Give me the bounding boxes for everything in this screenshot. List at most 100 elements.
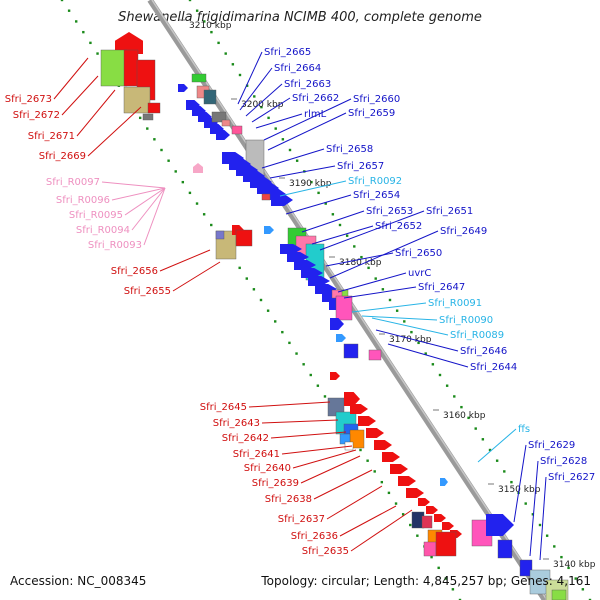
guide-dot-right [524, 502, 527, 505]
label-gene: Sfri_2660 [353, 94, 400, 105]
guide-dot-right [317, 191, 320, 195]
guide-dot-right [410, 330, 413, 334]
guide-dot-left [451, 588, 455, 591]
label-gene: Sfri_2664 [274, 63, 321, 74]
leader-line [329, 230, 439, 279]
guide-dot-left [373, 470, 376, 473]
gene-box-magenta [335, 295, 353, 321]
gene-arrow-blue [178, 84, 188, 92]
leader-line [131, 187, 166, 231]
gene-arrow-pink [193, 163, 203, 173]
scale-label: 3190 kbp [289, 179, 332, 189]
guide-dot-left [160, 148, 163, 152]
leader-line [261, 419, 339, 424]
leader-line [263, 98, 352, 141]
leader-line [245, 83, 283, 117]
guide-dot-right [195, 9, 199, 12]
leader-line [239, 67, 273, 111]
guide-dot-right [560, 555, 563, 559]
gene-box-slate [203, 89, 217, 105]
label-rna: Sfri_R0090 [439, 315, 493, 326]
gene-box-pink [423, 541, 437, 557]
gene-arrow-blue [294, 260, 316, 270]
guide-dot-left [146, 127, 149, 130]
leader-line [255, 113, 303, 129]
leader-line [261, 148, 325, 169]
guide-dot-right [553, 545, 556, 548]
label-rna: Sfri_R0094 [76, 225, 130, 236]
gene-box-green [551, 589, 567, 600]
guide-dot-left [430, 555, 433, 559]
guide-dot-right [374, 277, 377, 280]
leader-line [281, 445, 353, 455]
gene-box-magenta [368, 349, 382, 361]
label-gene: Sfri_2628 [540, 456, 587, 467]
guide-dot-right [467, 416, 470, 420]
guide-dot-right [474, 427, 477, 430]
guide-dot-right [310, 180, 313, 184]
label-rna: Sfri_R0097 [46, 177, 100, 188]
guide-dot-right [238, 73, 242, 77]
gene-box-red [147, 102, 161, 114]
gene-box-khaki [123, 86, 151, 114]
guide-dot-left [210, 223, 213, 227]
leader-line [343, 286, 417, 299]
label-gene: Sfri_2655 [124, 286, 171, 297]
gene-box-grey [211, 111, 227, 123]
guide-dot-left [167, 159, 170, 162]
guide-dot-right [424, 352, 427, 355]
gene-box-red [261, 193, 271, 201]
guide-dot-right [260, 105, 263, 109]
guide-dot-right [417, 341, 420, 345]
guide-dot-left [75, 20, 78, 23]
guide-dot-left [302, 363, 305, 366]
gene-arrow-red [115, 32, 143, 54]
label-rna: Sfri_R0093 [88, 240, 142, 251]
gene-arrow-red [426, 506, 438, 514]
gene-arrow-red [374, 440, 392, 450]
guide-dot-right [431, 363, 435, 366]
leader-line [529, 460, 539, 557]
guide-dot-right [388, 298, 392, 302]
guide-dot-left [153, 138, 156, 141]
topology-summary-text: Topology: circular; Length: 4,845,257 bp… [261, 574, 591, 588]
guide-dot-right [224, 52, 227, 55]
guide-dot-left [458, 598, 462, 600]
gene-arrow-blue [216, 130, 230, 140]
label-gene: Sfri_2654 [353, 190, 400, 201]
leader-line [172, 261, 221, 292]
label-gene: Sfri_2637 [278, 514, 325, 525]
guide-dot-right [574, 577, 577, 580]
guide-dot-right [460, 405, 463, 409]
label-gene: Sfri_2650 [395, 248, 442, 259]
guide-dot-left [188, 191, 192, 195]
gene-box-grey [142, 113, 154, 121]
label-gene: Sfri_2645 [200, 402, 247, 413]
guide-dot-right [245, 84, 249, 87]
guide-dot-right [188, 0, 192, 2]
label-gene: Sfri_2672 [13, 110, 60, 121]
leader-line [61, 75, 99, 116]
guide-dot-right [503, 470, 506, 473]
label-gene: rlmL [304, 109, 327, 120]
gene-box-red [235, 229, 253, 247]
guide-dot-right [367, 266, 370, 270]
guide-dot-left [274, 320, 277, 323]
leader-line [339, 505, 397, 537]
guide-dot-left [288, 341, 291, 345]
label-gene: Sfri_2665 [264, 47, 311, 58]
guide-dot-right [267, 116, 270, 120]
guide-dot-right [353, 245, 356, 248]
label-gene: Sfri_2651 [426, 206, 473, 217]
gene-arrow-blue [315, 284, 337, 294]
gene-arrow-red [418, 498, 430, 506]
label-rna: Sfri_R0096 [56, 195, 110, 206]
label-gene: Sfri_2642 [222, 433, 269, 444]
guide-dot-right [210, 30, 213, 34]
gene-arrow-blue [336, 334, 346, 342]
gene-box-blue [215, 230, 225, 240]
gene-box-red [123, 49, 139, 87]
guide-dot-left [316, 384, 320, 387]
gene-arrow-red [330, 372, 340, 380]
guide-dot-right [488, 448, 492, 452]
